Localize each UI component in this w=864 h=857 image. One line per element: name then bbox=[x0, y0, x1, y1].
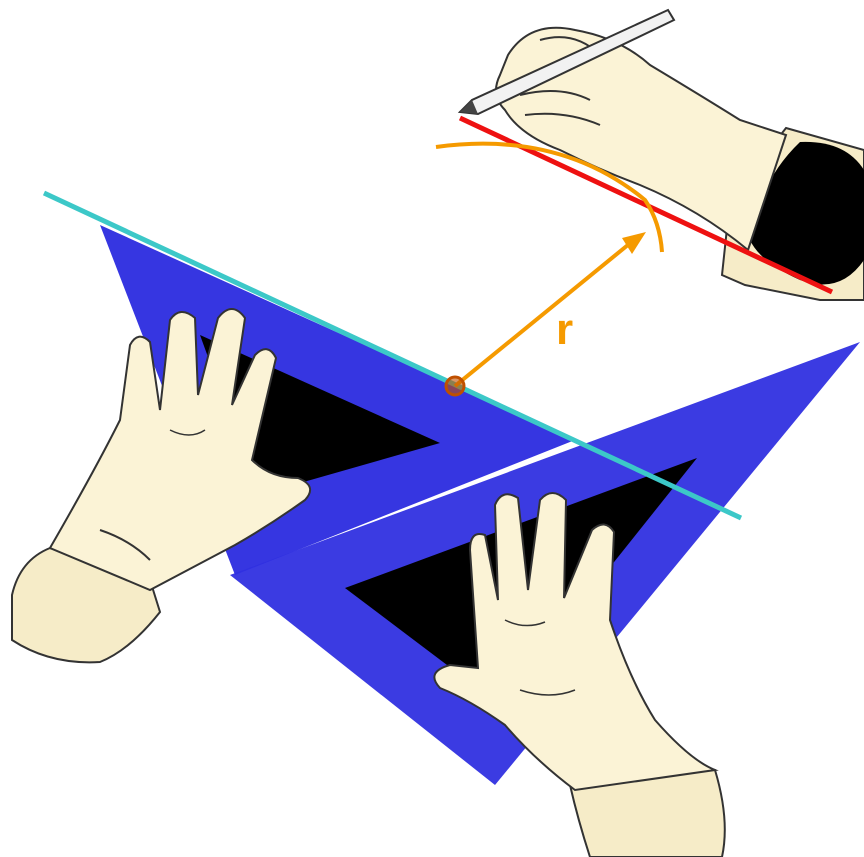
right-hand-icon bbox=[433, 492, 726, 857]
pencil-icon bbox=[457, 8, 676, 116]
radius-arrow bbox=[453, 232, 646, 388]
radius-arc bbox=[435, 141, 664, 253]
left-hand-icon bbox=[11, 308, 312, 664]
guide-line bbox=[42, 190, 743, 521]
drawing-hand-palm bbox=[495, 26, 788, 252]
radius-label: r bbox=[556, 305, 573, 354]
center-point bbox=[444, 375, 466, 397]
drawing-hand-cuff bbox=[750, 141, 864, 285]
right-hand-palm bbox=[433, 492, 719, 792]
drawing-hand-icon bbox=[457, 8, 864, 301]
left-hand-palm bbox=[48, 308, 312, 592]
